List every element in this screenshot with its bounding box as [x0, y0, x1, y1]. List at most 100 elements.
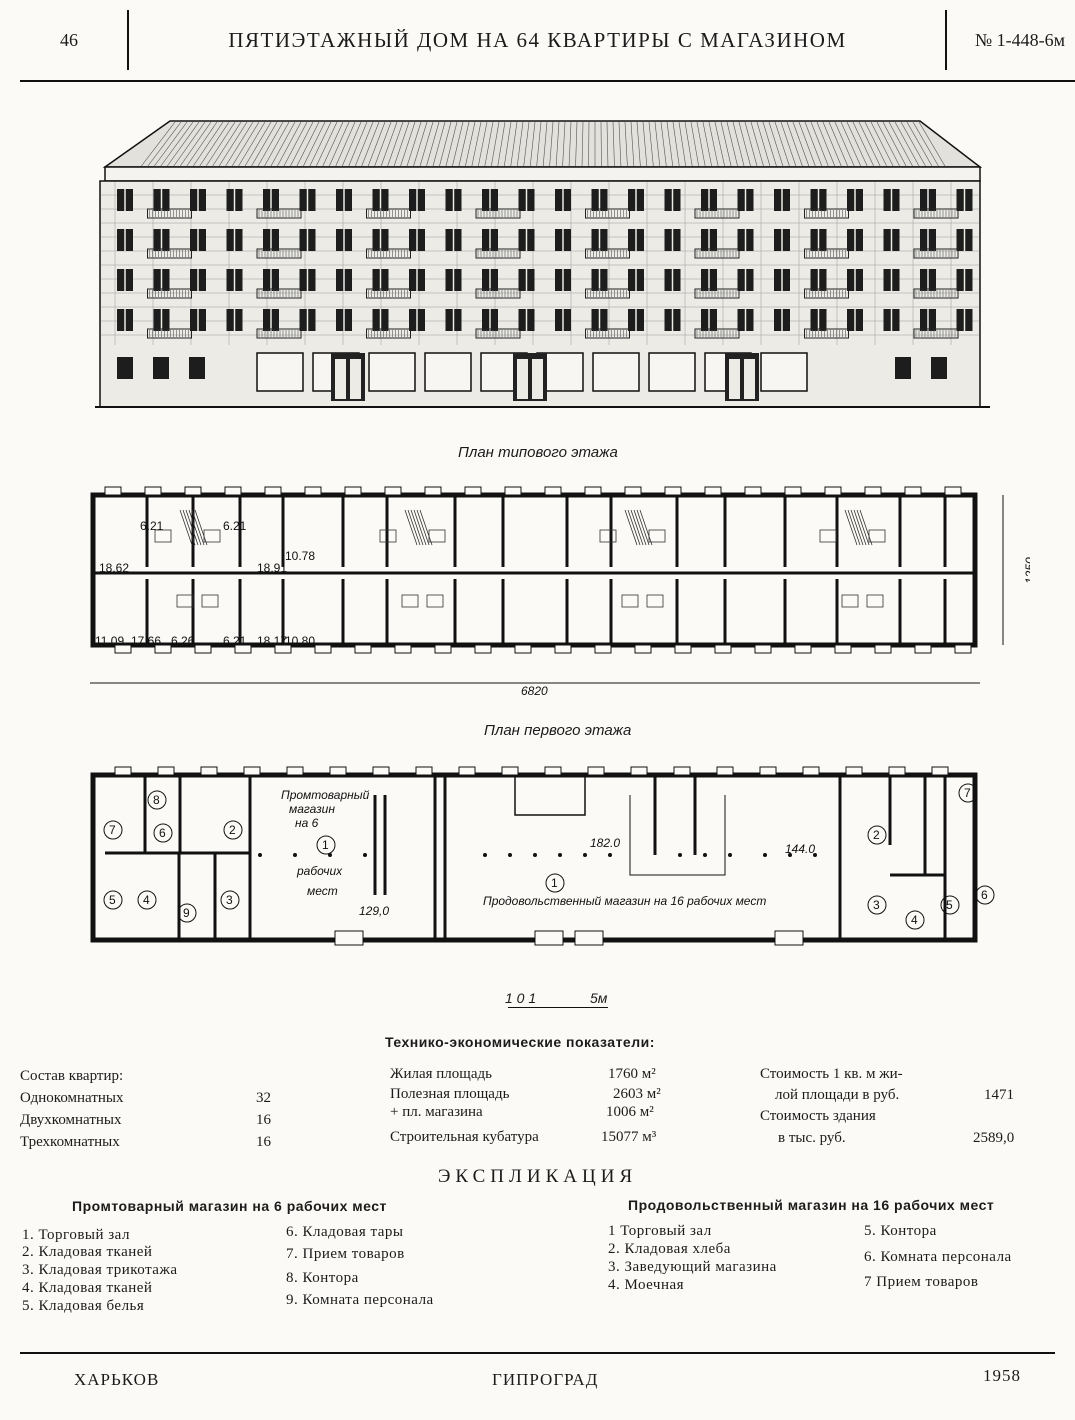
list-item: 9. Комната персонала	[286, 1292, 434, 1308]
room-number: 3	[867, 895, 887, 915]
room-number: 1	[545, 873, 565, 893]
area-label: 10.78	[285, 549, 315, 563]
shop1-label: рабочих	[296, 864, 343, 878]
shop1-label: мест	[307, 884, 338, 898]
cost-value: 1471	[984, 1087, 1014, 1103]
width-dimension: 6820	[521, 684, 548, 698]
list-item: 1. Торговый зал	[22, 1227, 130, 1243]
list-item: 2. Кладовая хлеба	[608, 1241, 731, 1257]
area-label: 6.21	[223, 634, 247, 648]
area-label: Полезная площадь	[390, 1086, 510, 1102]
footer-year: 1958	[983, 1366, 1021, 1385]
shop1-title: Промтоварный магазин на 6 рабочих мест	[72, 1198, 387, 1214]
shop2-title: Продовольственный магазин на 16 рабочих …	[628, 1197, 995, 1213]
header-rule	[20, 80, 1075, 82]
composition-title: Состав квартир:	[20, 1068, 124, 1084]
area-label: 18.17	[257, 634, 287, 648]
room-number-label: 7	[109, 823, 116, 837]
first-floor-plan: Промтоварный магазин на 6 рабочих мест 1…	[90, 766, 995, 946]
shop1-area: 129,0	[359, 904, 389, 918]
area-label: + пл. магазина	[390, 1104, 483, 1120]
footer-org: ГИПРОГРАД	[492, 1370, 599, 1389]
list-item: 7. Прием товаров	[286, 1246, 405, 1262]
cost-value: 2589,0	[973, 1130, 1015, 1146]
room-number-label: 3	[873, 898, 880, 912]
footer-rule	[20, 1352, 1055, 1354]
room-number: 3	[220, 890, 240, 910]
area-label: 18.62	[99, 561, 129, 575]
room-number: 6	[153, 823, 173, 843]
list-item: 2. Кладовая тканей	[22, 1244, 153, 1260]
area-label: 17.66	[131, 634, 161, 648]
room-number-label: 9	[183, 906, 190, 920]
page-title: ПЯТИЭТАЖНЫЙ ДОМ НА 64 КВАРТИРЫ С МАГАЗИН…	[228, 28, 847, 52]
area-label: Жилая площадь	[390, 1066, 492, 1082]
depth-dimension: 1250	[1023, 557, 1030, 584]
room-number-label: 6	[981, 888, 988, 902]
composition-value: 16	[256, 1134, 271, 1150]
list-item: 4. Кладовая тканей	[22, 1280, 153, 1296]
list-item: 5. Контора	[864, 1223, 937, 1239]
scale-bar-start: 1 0 1	[505, 990, 537, 1006]
typical-floor-plan: 6.21 6.21 18.62 18.91 10.78 11.09 17.66 …	[90, 486, 1030, 698]
room-number-label: 5	[946, 898, 953, 912]
list-item: 3. Кладовая трикотажа	[22, 1262, 178, 1278]
area-144: 144.0	[785, 842, 815, 856]
room-number: 5	[103, 890, 123, 910]
area-value: 1006 м²	[606, 1104, 654, 1120]
room-number-label: 7	[964, 786, 971, 800]
room-number-label: 5	[109, 893, 116, 907]
room-number: 9	[177, 903, 197, 923]
room-number: 4	[137, 890, 157, 910]
shop1-label: магазин	[289, 802, 335, 816]
list-item: 8. Контора	[286, 1270, 359, 1286]
scale-bar-line	[508, 1007, 608, 1008]
room-number: 5	[940, 895, 960, 915]
page-header: 46 ПЯТИЭТАЖНЫЙ ДОМ НА 64 КВАРТИРЫ С МАГА…	[0, 0, 1075, 82]
composition-value: 16	[256, 1112, 271, 1128]
room-number: 8	[147, 790, 167, 810]
list-item: 6. Комната персонала	[864, 1249, 1012, 1265]
room-number-label: 3	[226, 893, 233, 907]
room-number-label: 4	[143, 893, 150, 907]
composition-label: Двухкомнатных	[20, 1112, 122, 1128]
cost-line: Стоимость 1 кв. м жи-	[760, 1066, 903, 1082]
explication-title: ЭКСПЛИКАЦИЯ	[437, 1166, 638, 1187]
scale-bar-end: 5м	[590, 990, 608, 1006]
composition-value: 32	[256, 1090, 271, 1106]
room-number-label: 1	[551, 876, 558, 890]
area-label: 6.26	[171, 634, 195, 648]
area-label: Строительная кубатура	[390, 1129, 539, 1145]
area-value: 2603 м²	[613, 1086, 661, 1102]
first-floor-caption: План первого этажа	[484, 722, 632, 739]
header-divider-right	[945, 10, 947, 70]
area-label: 6.21	[223, 519, 247, 533]
series-number: № 1-448-6м	[975, 30, 1066, 50]
room-number: 1	[316, 835, 336, 855]
room-number: 2	[867, 825, 887, 845]
list-item: 3. Заведующий магазина	[608, 1259, 777, 1275]
shop1-label: Промтоварный	[281, 788, 370, 802]
area-182: 182.0	[590, 836, 620, 850]
list-item: 1 Торговый зал	[608, 1223, 712, 1239]
cost-line: Стоимость здания	[760, 1108, 876, 1124]
room-number-label: 6	[159, 826, 166, 840]
room-number: 6	[975, 885, 995, 905]
area-label: 18.91	[257, 561, 287, 575]
room-number-label: 1	[322, 838, 329, 852]
room-number-label: 2	[229, 823, 236, 837]
room-number: 4	[905, 910, 925, 930]
composition-label: Трехкомнатных	[20, 1134, 120, 1150]
page-number: 46	[60, 30, 78, 50]
room-number: 2	[223, 820, 243, 840]
list-item: 7 Прием товаров	[864, 1274, 979, 1290]
cost-line: в тыс. руб.	[778, 1130, 846, 1146]
footer-city: ХАРЬКОВ	[74, 1370, 160, 1389]
shop1-label: на 6	[295, 816, 319, 830]
cost-line: лой площади в руб.	[775, 1087, 900, 1103]
area-label: 11.09	[95, 634, 124, 648]
room-number: 7	[958, 783, 978, 803]
area-label: 10.80	[285, 634, 315, 648]
area-value: 15077 м³	[601, 1129, 657, 1145]
room-number-label: 4	[911, 913, 918, 927]
